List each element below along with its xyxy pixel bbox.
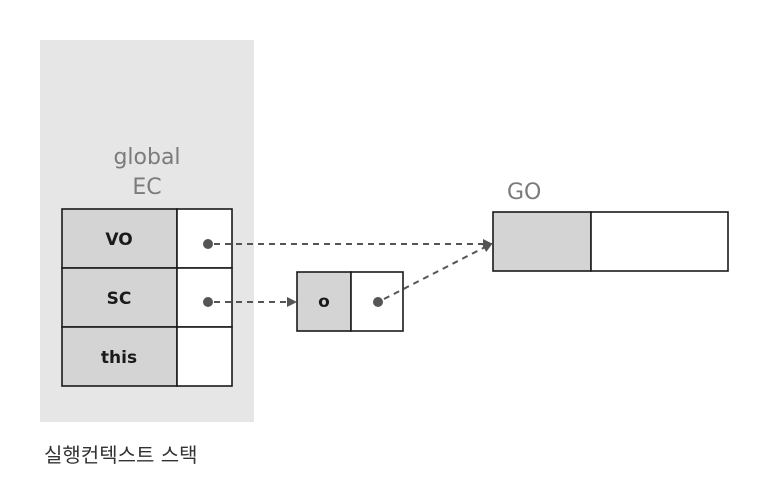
sc-label: SC (107, 289, 132, 309)
scope-object-pointer-dot (373, 297, 383, 307)
vo-label: VO (105, 230, 132, 250)
vo-value-cell (176, 208, 233, 269)
global-object-value-cell (590, 211, 729, 272)
scope-object-box: o (296, 271, 404, 332)
scope-object-label: o (318, 292, 330, 312)
sc-key-cell (61, 267, 178, 328)
global-object-label: GO (507, 180, 541, 205)
global-object-box (492, 211, 729, 272)
stack-caption: 실행컨텍스트 스택 (44, 443, 198, 467)
this-label: this (101, 348, 137, 368)
sc-pointer-dot (203, 297, 213, 307)
sc-value-cell (176, 267, 233, 328)
vo-key-cell (61, 208, 178, 269)
ec-title-line1: global (113, 145, 180, 170)
global-object-key-cell (492, 211, 592, 272)
this-value-cell (176, 326, 233, 387)
ec-title-line2: EC (132, 175, 161, 200)
global-ec-table: VO SC this (61, 208, 233, 387)
scope-object-key-cell (296, 271, 352, 332)
this-key-cell (61, 326, 178, 387)
vo-pointer-dot (203, 239, 213, 249)
o-to-go-arrow (383, 243, 493, 300)
